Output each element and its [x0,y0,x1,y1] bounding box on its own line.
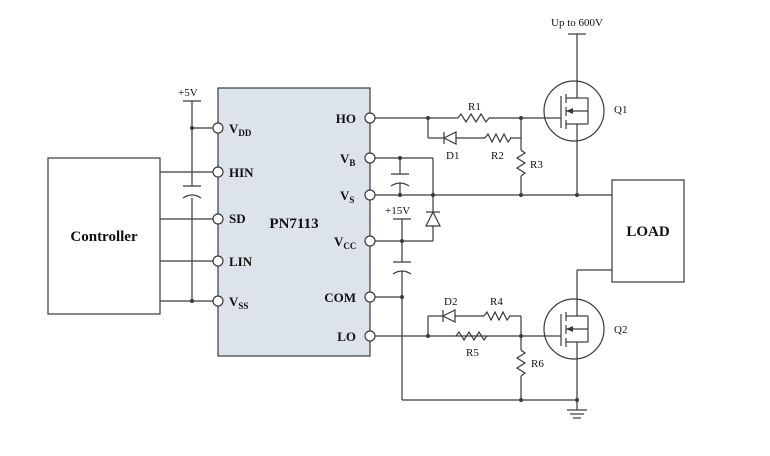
ic-body [217,87,371,357]
pin-vb: VB [340,151,355,168]
label-d1: D1 [446,150,459,162]
label-q2: Q2 [614,324,627,336]
label-r6: R6 [531,358,544,370]
resistor-r4 [483,310,511,322]
label-r4: R4 [490,296,503,308]
load-label: LOAD [626,224,670,240]
ground-symbol [567,409,587,419]
pin-vss: VSS [229,294,248,311]
label-q1: Q1 [614,104,627,116]
label-r2: R2 [491,150,504,162]
mosfet-q1 [543,56,605,195]
resistor-r3 [515,149,527,177]
pin-lin: LIN [229,254,253,269]
supply-hv-label: Up to 600V [551,17,603,29]
label-r1: R1 [468,101,481,113]
pin-com: COM [324,290,356,305]
supply-5v-label: +5V [178,87,198,99]
pin-vcc: VCC [334,234,356,251]
diode-d2 [441,309,456,323]
diode-d1 [442,131,457,145]
mosfet-q2 [543,270,605,400]
supply-15v-label: +15V [385,205,410,217]
controller-label: Controller [70,229,138,245]
pin-vs: VS [340,188,354,205]
label-r3: R3 [530,159,543,171]
resistor-r6 [515,349,527,377]
label-r5: R5 [466,347,479,359]
pin-hin: HIN [229,165,254,180]
resistor-r1 [457,112,490,124]
pin-lo: LO [337,329,356,344]
ic-part-number: PN7113 [269,216,318,232]
pin-sd: SD [229,211,246,226]
ic-right-pins: HO VB VS VCC COM LO [324,111,376,344]
label-d2: D2 [444,296,457,308]
resistor-r2 [484,132,512,144]
pin-ho: HO [336,111,356,126]
ic-left-pins: VDD HIN SD LIN VSS [212,121,254,311]
diode-bootstrap [425,210,441,227]
load-block [611,179,685,283]
resistor-r5 [455,330,488,342]
pin-vdd: VDD [229,121,252,138]
controller-block [47,157,161,315]
